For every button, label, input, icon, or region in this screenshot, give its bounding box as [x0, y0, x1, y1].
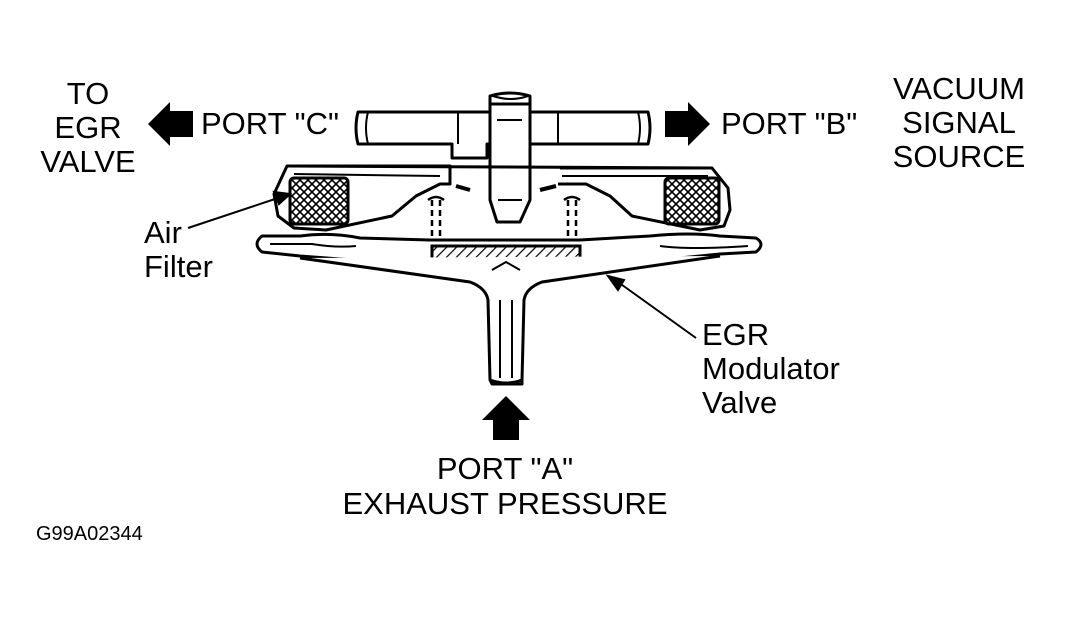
vacuum-line-2: SIGNAL [902, 105, 1016, 140]
vacuum-line-1: VACUUM [892, 71, 1026, 106]
leader-modulator-valve [605, 274, 697, 339]
port-b-label: PORT "B" [721, 106, 858, 141]
bleed-passages [427, 184, 581, 242]
t-fitting [354, 91, 652, 224]
modulator-line-1: EGR [702, 317, 770, 352]
figure-code: G99A02344 [36, 523, 143, 545]
air-filter-line-1: Air [144, 215, 182, 250]
air-filter-line-2: Filter [144, 249, 213, 284]
to-egr-line-3: VALVE [40, 144, 136, 179]
port-c-label: PORT "C" [201, 106, 340, 141]
arrow-exhaust-pressure-up [482, 396, 530, 440]
modulator-line-2: Modulator [702, 351, 840, 386]
to-egr-line-1: TO [66, 76, 110, 111]
to-egr-line-2: EGR [54, 110, 122, 145]
vacuum-line-3: SOURCE [892, 139, 1026, 174]
arrow-to-egr-valve [148, 102, 193, 146]
modulator-line-3: Valve [702, 385, 778, 420]
exhaust-pressure-label: EXHAUST PRESSURE [342, 486, 668, 521]
air-filter-label: Air Filter [144, 216, 213, 284]
air-filter-element [288, 176, 721, 226]
to-egr-valve-label: TO EGR VALVE [18, 77, 158, 179]
leader-air-filter [187, 190, 293, 229]
port-a-stem [299, 254, 721, 386]
arrow-from-vacuum-source [665, 102, 710, 146]
egr-modulator-valve-label: EGR Modulator Valve [702, 318, 840, 420]
vacuum-signal-source-label: VACUUM SIGNAL SOURCE [884, 72, 1034, 174]
port-a-label: PORT "A" [436, 451, 574, 486]
